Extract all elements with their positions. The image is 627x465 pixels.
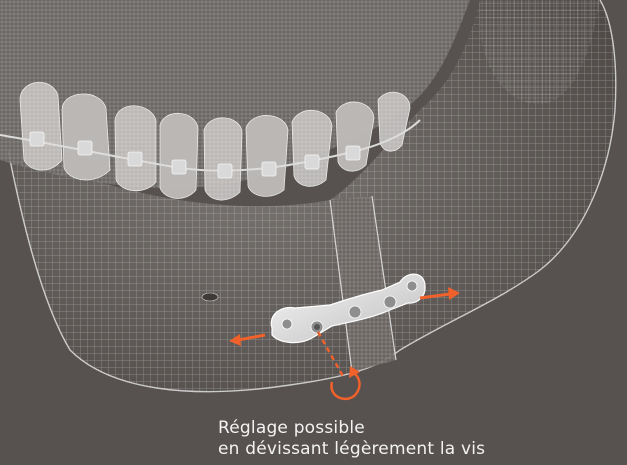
caption-line-1: Réglage possible — [218, 418, 485, 439]
screw-icon — [314, 324, 320, 330]
adjustment-caption: Réglage possible en dévissant légèrement… — [218, 418, 485, 460]
caption-line-2: en dévissant légèrement la vis — [218, 439, 485, 460]
